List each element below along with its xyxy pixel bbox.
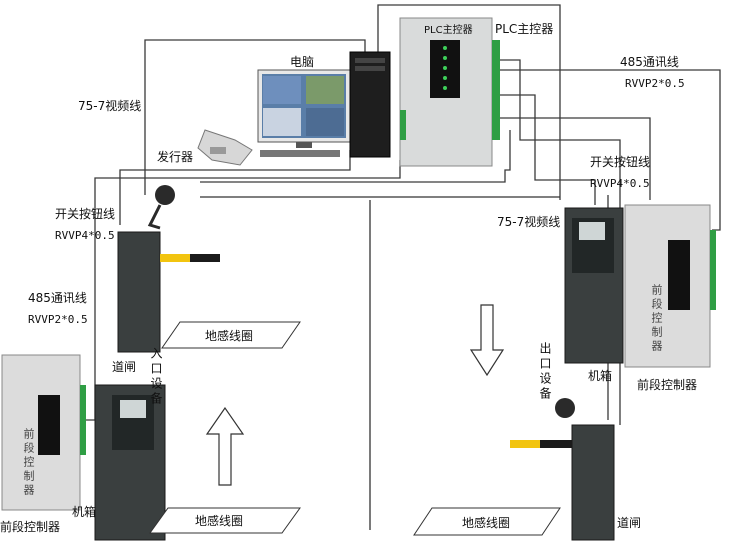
loop-label-2: 地感线圈 — [195, 514, 244, 528]
wire-switch-right — [500, 117, 651, 200]
loop-label-3: 地感线圈 — [462, 516, 511, 530]
camera-left-arm — [147, 204, 162, 230]
controller-terminal-left — [80, 385, 86, 455]
camera-right-icon — [555, 398, 575, 418]
plc-led — [443, 86, 447, 90]
dispenser-slot — [210, 147, 226, 154]
switch-button-label-right: 开关按钮线 — [590, 155, 651, 169]
barrier-left-arm-yellow — [160, 254, 190, 262]
wire-485-left — [80, 160, 401, 421]
controller-box-text-left: 前段控制器 — [22, 428, 35, 498]
barrier-label-left: 道闸 — [112, 360, 137, 374]
cabinet-label-left: 机箱 — [72, 505, 97, 519]
barrier-label-right: 道闸 — [617, 516, 642, 530]
wiring — [80, 4, 721, 520]
screen-pane-1 — [263, 76, 301, 104]
comm-485-spec-right: RVVP2*0.5 — [625, 77, 685, 90]
wire-plc-top-loop — [377, 4, 561, 200]
wire-switch-left — [119, 150, 351, 225]
plc-led — [443, 46, 447, 50]
computer — [257, 51, 391, 158]
switch-button-spec-left: RVVP4*0.5 — [55, 229, 115, 242]
front-controller-left — [1, 354, 86, 511]
computer-label: 电脑 — [290, 55, 315, 69]
cabinet-left-display — [120, 400, 146, 418]
controller-box-text-right: 前段控制器 — [650, 284, 663, 354]
controller-led-panel-right — [668, 240, 690, 310]
cabinet-right — [564, 207, 624, 364]
keyboard — [260, 150, 340, 157]
video-line-label-left: 75-7视频线 — [78, 99, 142, 113]
plc-main-controller — [399, 17, 500, 167]
wire-video-right — [500, 94, 596, 205]
barrier-right — [510, 398, 615, 541]
screen-pane-4 — [306, 108, 344, 136]
wire-video-left — [144, 39, 366, 195]
front-controller-label-right: 前段控制器 — [637, 378, 698, 392]
barrier-right-arm-yellow — [510, 440, 540, 448]
entrance-arrow-up-icon — [205, 406, 245, 486]
exit-arrow-down-icon — [469, 304, 505, 377]
front-controller-label-left: 前段控制器 — [0, 520, 61, 534]
comm-485-spec-left: RVVP2*0.5 — [28, 313, 88, 326]
card-dispenser — [197, 129, 253, 166]
cabinet-left — [94, 384, 166, 541]
pc-drive-2 — [355, 66, 385, 71]
barrier-left-body — [117, 231, 161, 353]
loop-label-1: 地感线圈 — [205, 329, 254, 343]
card-dispenser-label: 发行器 — [157, 150, 194, 164]
front-controller-right — [624, 204, 716, 368]
controller-terminal-right — [710, 230, 716, 310]
barrier-left-arm-black — [190, 254, 220, 262]
controller-led-panel-left — [38, 395, 60, 455]
entrance-device-label: 入口设备 — [149, 347, 163, 407]
plc-led — [443, 76, 447, 80]
controller-box-right — [624, 204, 711, 368]
switch-button-label-left: 开关按钮线 — [55, 207, 116, 221]
comm-485-label-right: 485通讯线 — [620, 55, 679, 69]
screen-pane-3 — [263, 108, 301, 136]
monitor-stand — [296, 142, 312, 148]
loop-2-shape — [149, 507, 301, 534]
cabinet-label-right: 机箱 — [588, 369, 613, 383]
plc-led — [443, 56, 447, 60]
screen-pane-2 — [306, 76, 344, 104]
video-line-label-right: 75-7视频线 — [497, 215, 561, 229]
plc-terminal-right — [492, 40, 500, 140]
cabinet-right-display — [579, 222, 605, 240]
exit-device-label: 出口设备 — [538, 342, 552, 402]
loop-3-shape — [413, 507, 561, 536]
plc-led — [443, 66, 447, 70]
plc-terminal-left — [400, 110, 406, 140]
pc-drive — [355, 58, 385, 63]
barrier-right-body — [571, 424, 615, 541]
comm-485-label-left: 485通讯线 — [28, 291, 87, 305]
wire-plc-mid — [200, 130, 511, 183]
plc-main-controller-label: PLC主控器 — [495, 22, 554, 36]
loop-1-shape — [161, 321, 301, 349]
plc-panel-title: PLC主控器 — [424, 25, 473, 36]
barrier-right-arm-black — [540, 440, 572, 448]
barrier-left — [117, 185, 220, 353]
switch-button-spec-right: RVVP4*0.5 — [590, 177, 650, 190]
camera-left-icon — [155, 185, 175, 205]
